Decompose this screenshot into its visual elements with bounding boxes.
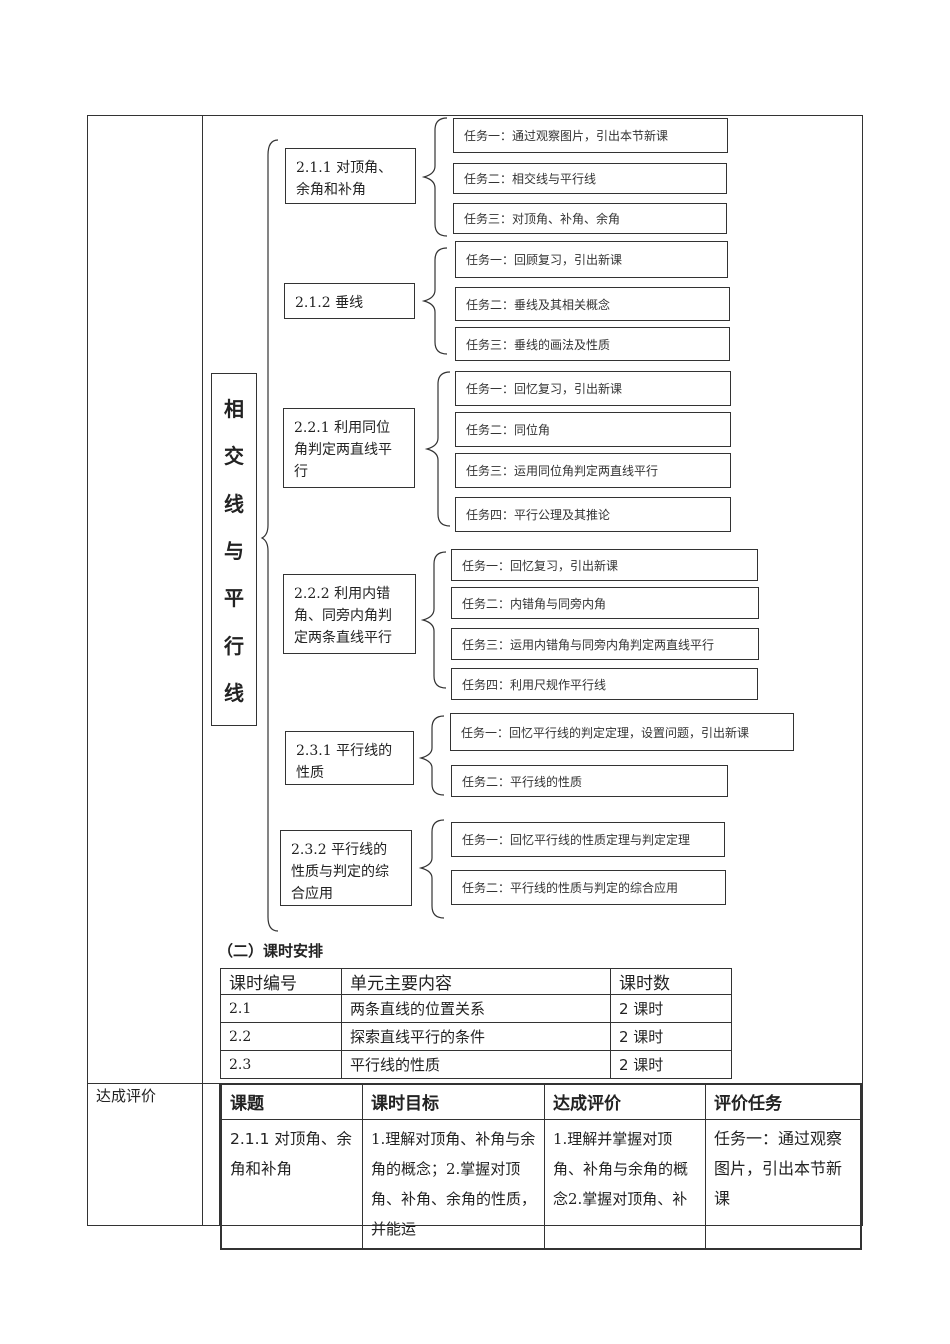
task-box: 任务四：平行公理及其推论	[455, 497, 731, 532]
task-box: 任务二：内错角与同旁内角	[451, 587, 759, 619]
section-brace	[421, 117, 448, 237]
task-box: 任务二：相交线与平行线	[453, 163, 727, 194]
vertical-title: 相 交 线 与 平 行 线	[211, 373, 257, 726]
evaluation-header-cell: 评价任务	[705, 1083, 862, 1120]
section-box-2-3-1: 2.3.1 平行线的性质	[285, 731, 414, 785]
schedule-cell: 2.3	[220, 1050, 342, 1079]
evaluation-header-cell: 课时目标	[362, 1083, 545, 1120]
evaluation-header-cell: 达成评价	[544, 1083, 706, 1120]
title-char: 交	[224, 444, 244, 469]
schedule-heading: （二）课时安排	[218, 942, 324, 960]
evaluation-task: 任务一：通过观察图片，引出本节新课	[705, 1119, 862, 1250]
task-box: 任务三：垂线的画法及性质	[455, 327, 730, 361]
task-box: 任务三：对顶角、补角、余角	[453, 203, 727, 234]
task-box: 任务一：回忆复习，引出新课	[451, 549, 758, 581]
schedule-cell: 平行线的性质	[341, 1050, 611, 1079]
task-box: 任务四：利用尺规作平行线	[451, 668, 758, 700]
evaluation-label: 达成评价	[96, 1087, 157, 1105]
evaluation-assessment: 1.理解并掌握对顶角、补角与余角的概念2.掌握对顶角、补	[544, 1119, 706, 1250]
schedule-row: 2.1 两条直线的位置关系 2 课时	[220, 994, 732, 1023]
evaluation-table: 课题 课时目标 达成评价 评价任务 2.1.1 对顶角、余角和补角 1.理解对顶…	[220, 1083, 862, 1250]
schedule-cell: 两条直线的位置关系	[341, 994, 611, 1023]
schedule-cell: 2.1	[220, 994, 342, 1023]
title-char: 相	[224, 397, 244, 422]
schedule-cell: 2 课时	[610, 1050, 732, 1079]
evaluation-row: 2.1.1 对顶角、余角和补角 1.理解对顶角、补角与余角的概念；2.掌握对顶角…	[220, 1119, 862, 1250]
schedule-header-row: 课时编号 单元主要内容 课时数	[220, 968, 732, 995]
schedule-cell: 2.2	[220, 1022, 342, 1051]
task-box: 任务二：垂线及其相关概念	[455, 287, 730, 321]
task-box: 任务一：回忆复习，引出新课	[455, 371, 731, 406]
section-box-2-3-2: 2.3.2 平行线的性质与判定的综合应用	[280, 830, 412, 906]
schedule-row: 2.3 平行线的性质 2 课时	[220, 1050, 732, 1079]
evaluation-goal: 1.理解对顶角、补角与余角的概念；2.掌握对顶角、补角、余角的性质，并能运	[362, 1119, 545, 1250]
schedule-cell: 2 课时	[610, 1022, 732, 1051]
task-box: 任务一：回忆平行线的判定定理，设置问题，引出新课	[450, 713, 794, 751]
outer-col-divider-2	[219, 1083, 220, 1226]
title-char: 线	[224, 491, 244, 516]
section-brace	[424, 371, 451, 527]
task-box: 任务二：平行线的性质与判定的综合应用	[451, 870, 726, 905]
section-box-2-1-1: 2.1.1 对顶角、余角和补角	[285, 148, 416, 204]
task-box: 任务一：通过观察图片，引出本节新课	[453, 118, 728, 153]
task-box: 任务一：回忆平行线的性质定理与判定定理	[451, 822, 725, 857]
evaluation-topic: 2.1.1 对顶角、余角和补角	[220, 1119, 363, 1250]
schedule-header-cell: 课时数	[610, 968, 732, 995]
section-box-2-1-2: 2.1.2 垂线	[284, 283, 415, 319]
task-box: 任务三：运用内错角与同旁内角判定两直线平行	[451, 628, 759, 660]
section-brace	[421, 247, 448, 355]
title-char: 线	[224, 680, 244, 705]
main-brace	[260, 139, 279, 932]
section-brace	[420, 551, 447, 689]
evaluation-header-cell: 课题	[220, 1083, 363, 1120]
schedule-cell: 探索直线平行的条件	[341, 1022, 611, 1051]
section-box-2-2-2: 2.2.2 利用内错角、同旁内角判定两条直线平行	[283, 574, 416, 654]
schedule-header-cell: 单元主要内容	[341, 968, 611, 995]
title-char: 平	[224, 586, 244, 611]
task-box: 任务三：运用同位角判定两直线平行	[455, 453, 731, 488]
task-box: 任务一：回顾复习，引出新课	[455, 241, 728, 278]
schedule-cell: 2 课时	[610, 994, 732, 1023]
task-box: 任务二：平行线的性质	[451, 765, 728, 797]
schedule-table: 课时编号 单元主要内容 课时数 2.1 两条直线的位置关系 2 课时 2.2 探…	[220, 968, 732, 1079]
section-brace	[418, 819, 445, 919]
schedule-header-cell: 课时编号	[220, 968, 342, 995]
schedule-row: 2.2 探索直线平行的条件 2 课时	[220, 1022, 732, 1051]
evaluation-header-row: 课题 课时目标 达成评价 评价任务	[220, 1083, 862, 1120]
task-box: 任务二：同位角	[455, 412, 731, 447]
section-box-2-2-1: 2.2.1 利用同位角判定两直线平行	[283, 408, 415, 488]
title-char: 行	[224, 633, 244, 658]
section-brace	[418, 715, 445, 796]
outer-col-divider	[202, 115, 203, 1226]
title-char: 与	[224, 538, 244, 563]
